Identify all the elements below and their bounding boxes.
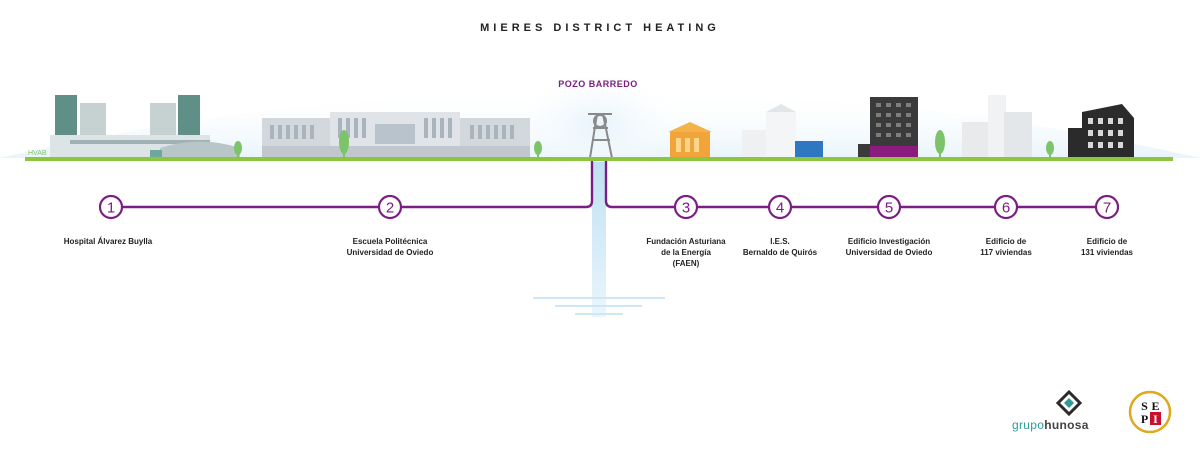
pozo-barredo-headframe-icon	[588, 113, 613, 159]
node-label-4: I.E.S. Bernaldo de Quirós	[705, 236, 855, 258]
escuela-windows	[270, 118, 514, 139]
tree-icon	[234, 141, 242, 158]
tree-icon	[935, 130, 945, 158]
hunosa-logo-light: grupo	[1012, 418, 1045, 432]
node-circle	[673, 194, 699, 220]
node-label-6: Edificio de 117 viviendas	[931, 236, 1081, 258]
node-1: 1	[98, 194, 124, 220]
node-label-7: Edificio de 131 viviendas	[1032, 236, 1182, 258]
escuela-politecnica-building-icon	[262, 112, 530, 158]
node-number: 2	[386, 200, 394, 217]
node-label-line: Universidad de Oviedo	[346, 248, 434, 257]
node-7: 7	[1094, 194, 1120, 220]
pozo-barredo-label: POZO BARREDO	[558, 79, 638, 89]
node-5: 5	[876, 194, 902, 220]
aquifer-lines	[533, 297, 665, 315]
node-number: 6	[1002, 200, 1010, 217]
node-label-line: Universidad de Oviedo	[845, 248, 933, 257]
node-label-line: Edificio de	[985, 237, 1027, 246]
node-label-line: Edificio Investigación	[847, 237, 931, 246]
node-number: 4	[776, 200, 784, 217]
node-label-1: Hospital Álvarez Buylla	[33, 236, 183, 247]
svg-text:I: I	[1153, 412, 1158, 426]
node-4: 4	[767, 194, 793, 220]
node-2: 2	[377, 194, 403, 220]
node-circle	[767, 194, 793, 220]
svg-text:S: S	[1141, 399, 1148, 413]
node-label-line: Fundación Asturiana	[646, 237, 726, 246]
pipeline	[111, 161, 1107, 209]
node-circle	[876, 194, 902, 220]
svg-text:P: P	[1141, 412, 1148, 426]
hvab-label: HVAB	[28, 150, 47, 157]
ground-line	[25, 157, 1173, 161]
edificio-117-viviendas-building-icon	[962, 95, 1032, 158]
node-label-line: 131 viviendas	[1080, 248, 1134, 257]
pozo-glow	[508, 65, 688, 185]
node-label-line: Escuela Politécnica	[352, 237, 428, 246]
node-number: 1	[107, 200, 115, 217]
tree-icon	[1046, 141, 1054, 158]
tree-icon	[339, 130, 349, 158]
hospital-building-icon	[50, 95, 240, 157]
node-number: 7	[1103, 200, 1111, 217]
hunosa-logo-icon	[1055, 390, 1083, 417]
hunosa-logo-bold: hunosa	[1044, 418, 1089, 432]
hunosa-logo-text: grupohunosa	[1012, 418, 1089, 432]
tree-icon	[534, 141, 542, 158]
node-circle	[993, 194, 1019, 220]
node-label-line: Edificio de	[1086, 237, 1128, 246]
node-number: 5	[885, 200, 893, 217]
node-label-3: Fundación Asturiana de la Energía (FAEN)	[611, 236, 761, 269]
edificio-investigacion-building-icon	[858, 97, 918, 158]
svg-text:E: E	[1151, 399, 1159, 413]
node-label-line: I.E.S.	[770, 237, 790, 246]
node-3: 3	[673, 194, 699, 220]
node-circle	[1094, 194, 1120, 220]
node-circle	[98, 194, 124, 220]
edificio-131-windows	[1088, 118, 1123, 148]
node-label-line: (FAEN)	[672, 259, 700, 268]
node-circle	[377, 194, 403, 220]
water-shaft	[592, 162, 606, 317]
nodes-layer: 1 2 3 4 5 6 7	[98, 194, 1120, 220]
node-number: 3	[682, 200, 690, 217]
node-label-line: Bernaldo de Quirós	[742, 248, 818, 257]
node-6: 6	[993, 194, 1019, 220]
node-label-line: de la Energía	[661, 248, 711, 257]
diagram-title: MIERES DISTRICT HEATING	[480, 22, 720, 34]
edificio-investigacion-windows	[876, 103, 911, 137]
ies-building-icon	[742, 104, 823, 158]
sepi-logo-icon: S E P I	[1128, 390, 1172, 434]
node-label-line: 117 viviendas	[980, 248, 1032, 257]
node-label-line: Hospital Álvarez Buylla	[63, 237, 153, 246]
faen-building-icon	[668, 122, 712, 158]
